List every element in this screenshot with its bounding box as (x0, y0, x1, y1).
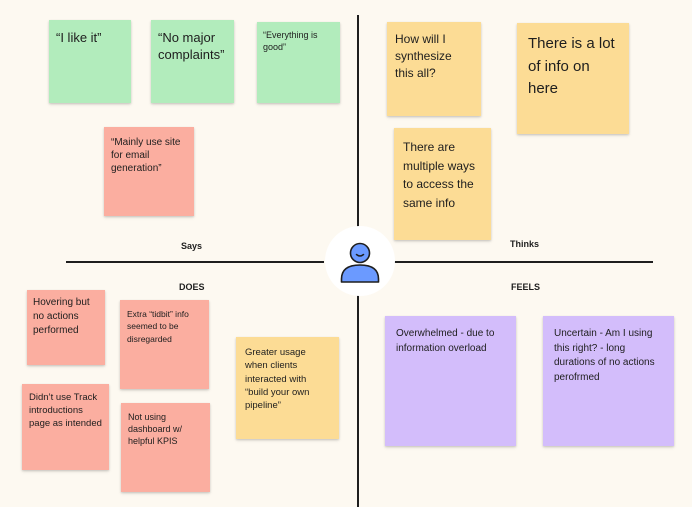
does-note[interactable]: Hovering but no actions performed (27, 290, 105, 365)
says-note[interactable]: “Mainly use site for email generation” (104, 127, 194, 216)
horizontal-axis-right (394, 261, 653, 263)
feels-label: FEELS (511, 282, 541, 292)
horizontal-axis-left (66, 261, 324, 263)
thinks-note[interactable]: There are multiple ways to access the sa… (394, 128, 491, 240)
thinks-note[interactable]: There is a lot of info on here (517, 23, 629, 134)
does-label: DOES (179, 282, 205, 292)
user-icon (340, 242, 380, 283)
feels-note[interactable]: Overwhelmed - due to information overloa… (385, 316, 516, 446)
does-note[interactable]: Not using dashboard w/ helpful KPIS (121, 403, 210, 492)
does-note[interactable]: Greater usage when clients interacted wi… (236, 337, 339, 439)
says-label: Says (181, 241, 203, 251)
thinks-note[interactable]: How will I synthesize this all? (387, 22, 481, 116)
persona-avatar (325, 226, 395, 296)
says-note[interactable]: “No major complaints” (151, 20, 234, 103)
feels-note[interactable]: Uncertain - Am I using this right? - lon… (543, 316, 674, 446)
thinks-label: Thinks (510, 239, 540, 249)
says-note[interactable]: “I like it” (49, 20, 131, 103)
does-note[interactable]: Extra “tidbit” info seemed to be disrega… (120, 300, 209, 389)
says-note[interactable]: “Everything is good” (257, 22, 340, 103)
does-note[interactable]: Didn’t use Track introductions page as i… (22, 384, 109, 470)
